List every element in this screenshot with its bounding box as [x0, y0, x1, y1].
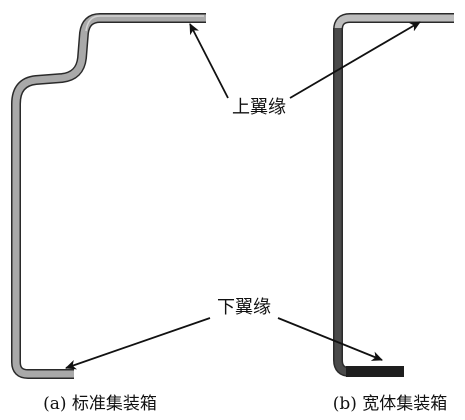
wide-upper-flange-body: [334, 14, 454, 31]
lower-flange-label: 下翼缘: [217, 297, 271, 318]
upper-flange-label: 上翼缘: [232, 97, 286, 118]
lower-flange-arrow-right: [277, 317, 383, 361]
wide-lower-flange-dark-end: [346, 366, 404, 377]
standard-profile-body: [12, 14, 206, 378]
standard-profile-outline: [11, 13, 206, 379]
lower-flange-arrow-left: [65, 317, 211, 370]
upper-flange-arrow-left: [189, 23, 229, 99]
wide-container-profile: [333, 13, 454, 377]
caption-wide-container: (b) 宽体集装箱: [333, 394, 448, 414]
standard-profile-highlight: [85, 15, 204, 32]
wide-web-and-lower-flange-outline: [333, 28, 404, 377]
upper-flange-arrow-right: [289, 21, 421, 99]
standard-container-profile: [11, 13, 206, 379]
caption-standard-container: (a) 标准集装箱: [43, 394, 157, 414]
wide-web-and-lower-flange-body: [334, 28, 404, 376]
